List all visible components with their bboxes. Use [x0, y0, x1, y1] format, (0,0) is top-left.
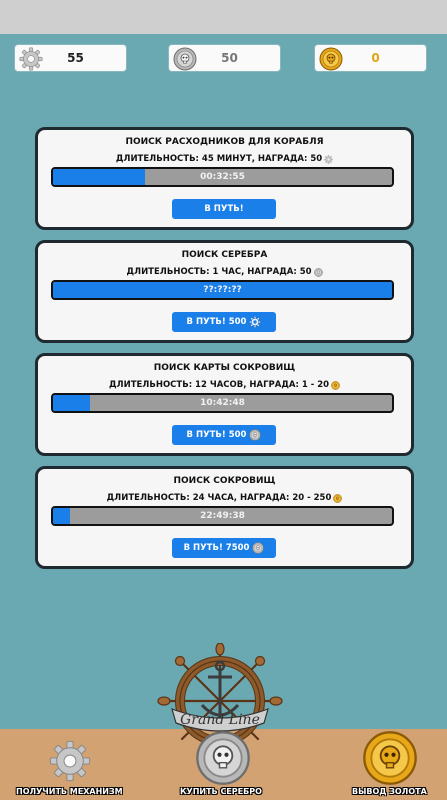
mission-info: ДЛИТЕЛЬНОСТЬ: 24 ЧАСА, НАГРАДА: 20 - 250	[38, 493, 411, 503]
mission-title: ПОИСК РАСХОДНИКОВ ДЛЯ КОРАБЛЯ	[125, 137, 324, 147]
gear-icon	[249, 316, 261, 328]
mission-progress-bar: 22:49:38	[51, 506, 394, 526]
mission-info-text: ДЛИТЕЛЬНОСТЬ: 45 МИНУТ, НАГРАДА: 50	[115, 154, 323, 164]
silver-coin-icon	[252, 542, 264, 554]
silver-coin-icon	[173, 47, 197, 71]
silver-coin-icon	[249, 429, 261, 441]
gold-counter: 0	[314, 44, 427, 72]
gold-coin-icon	[319, 47, 343, 71]
mission-progress-fill	[53, 282, 392, 298]
mission-info: ДЛИТЕЛЬНОСТЬ: 12 ЧАСОВ, НАГРАДА: 1 - 20	[38, 380, 411, 390]
get-mechanism-button[interactable]: ПОЛУЧИТЬ МЕХАНИЗМ	[14, 736, 130, 800]
silver-value: 50	[221, 51, 238, 65]
start-mission-button[interactable]: В ПУТЬ! 500	[172, 425, 276, 445]
start-mission-button[interactable]: В ПУТЬ! 500	[172, 312, 276, 332]
mission-progress-fill	[53, 395, 91, 411]
silver-counter: 50	[168, 44, 281, 72]
gear-icon	[324, 155, 333, 164]
mission-progress-bar: 00:32:55	[51, 167, 394, 187]
mission-info: ДЛИТЕЛЬНОСТЬ: 1 ЧАС, НАГРАДА: 50	[38, 267, 411, 277]
gold-coin-icon	[333, 494, 342, 503]
mission-title: ПОИСК КАРТЫ СОКРОВИЩ	[153, 363, 296, 373]
start-mission-label: В ПУТЬ! 500	[186, 317, 247, 327]
mission-card-silver: ПОИСК СЕРЕБРА ДЛИТЕЛЬНОСТЬ: 1 ЧАС, НАГРА…	[35, 240, 414, 343]
withdraw-gold-label: ВЫВОД ЗОЛОТА	[352, 787, 427, 796]
mission-progress-bar: ??:??:??	[51, 280, 394, 300]
start-mission-label: В ПУТЬ! 7500	[183, 543, 250, 553]
mission-title: ПОИСК СОКРОВИЩ	[173, 476, 276, 486]
silver-coin-icon	[314, 268, 323, 277]
mission-progress-bar: 10:42:48	[51, 393, 394, 413]
silver-coin-icon	[195, 730, 251, 786]
mission-card-treasure: ПОИСК СОКРОВИЩ ДЛИТЕЛЬНОСТЬ: 24 ЧАСА, НА…	[35, 466, 414, 569]
start-mission-button[interactable]: В ПУТЬ! 7500	[172, 538, 276, 558]
buy-silver-button[interactable]: КУПИТЬ СЕРЕБРО	[168, 736, 278, 800]
mission-card-supplies: ПОИСК РАСХОДНИКОВ ДЛЯ КОРАБЛЯ ДЛИТЕЛЬНОС…	[35, 127, 414, 230]
start-mission-button[interactable]: В ПУТЬ!	[172, 199, 276, 219]
buy-silver-label: КУПИТЬ СЕРЕБРО	[180, 787, 262, 796]
mission-timer: ??:??:??	[203, 285, 242, 295]
mission-timer: 10:42:48	[200, 398, 245, 408]
mission-timer: 22:49:38	[200, 511, 245, 521]
mission-progress-fill	[53, 508, 70, 524]
gear-icon	[49, 740, 91, 782]
mission-card-treasure-map: ПОИСК КАРТЫ СОКРОВИЩ ДЛИТЕЛЬНОСТЬ: 12 ЧА…	[35, 353, 414, 456]
ship-wheel-logo: Grand Line	[157, 643, 283, 757]
logo-text: Grand Line	[180, 712, 260, 728]
gold-value: 0	[371, 51, 380, 65]
gold-coin-icon	[362, 730, 418, 786]
start-mission-label: В ПУТЬ! 500	[186, 430, 247, 440]
mission-info-text: ДЛИТЕЛЬНОСТЬ: 24 ЧАСА, НАГРАДА: 20 - 250	[106, 493, 332, 503]
withdraw-gold-button[interactable]: ВЫВОД ЗОЛОТА	[340, 736, 440, 800]
gears-counter: 55	[14, 44, 127, 72]
mission-info-text: ДЛИТЕЛЬНОСТЬ: 1 ЧАС, НАГРАДА: 50	[126, 267, 312, 277]
get-mechanism-label: ПОЛУЧИТЬ МЕХАНИЗМ	[16, 787, 123, 796]
top-status-bar	[0, 0, 447, 34]
mission-title: ПОИСК СЕРЕБРА	[181, 250, 268, 260]
mission-progress-fill	[53, 169, 145, 185]
gold-coin-icon	[331, 381, 340, 390]
start-mission-label: В ПУТЬ!	[204, 204, 244, 214]
mission-info-text: ДЛИТЕЛЬНОСТЬ: 12 ЧАСОВ, НАГРАДА: 1 - 20	[108, 380, 330, 390]
gear-icon	[19, 47, 43, 71]
gears-value: 55	[67, 51, 84, 65]
mission-info: ДЛИТЕЛЬНОСТЬ: 45 МИНУТ, НАГРАДА: 50	[38, 154, 411, 164]
mission-timer: 00:32:55	[200, 172, 245, 182]
